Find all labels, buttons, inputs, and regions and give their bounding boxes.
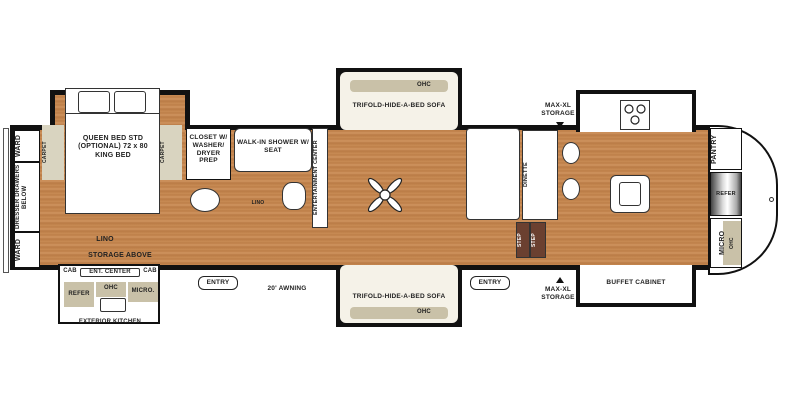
carpet-right: CARPET (160, 125, 182, 180)
stove-icon (620, 100, 650, 130)
ext-micro: MICRO. (128, 282, 158, 302)
recliner-sofa (466, 128, 520, 220)
exterior-kitchen: CAB ENT. CENTER CAB REFER OHC MICRO. (58, 264, 160, 324)
bed-line (66, 113, 159, 114)
refrigerator: REFER (710, 172, 742, 216)
step-2: STEP (530, 222, 546, 258)
step-1: STEP (516, 222, 530, 258)
pillow (78, 91, 110, 113)
carpet-left: CARPET (42, 125, 64, 180)
queen-bed: QUEEN BED STD (OPTIONAL) 72 x 80 KING BE… (65, 88, 160, 214)
pantry: PANTRY (710, 128, 742, 170)
entry-left[interactable]: ENTRY (198, 276, 238, 290)
toilet (190, 188, 220, 212)
stool (562, 142, 580, 164)
micro-ohc-fill (723, 221, 741, 265)
buffet-cabinet: BUFFET CABINET (580, 265, 692, 303)
awning-label: 20' AWNING (267, 285, 307, 292)
top-ohc: OHC (350, 80, 448, 92)
cab-right: CAB (143, 268, 157, 274)
entertainment-center: ENTERTAINMENT CENTER (312, 128, 328, 228)
stool (562, 178, 580, 200)
arrow-down-icon (556, 122, 564, 128)
hitch-pin-icon (769, 197, 774, 202)
dinette-table: DINETTE (522, 130, 558, 220)
sink (282, 182, 306, 210)
bottom-sofa: TRIFOLD-HIDE-A-BED SOFA OHC (340, 265, 458, 323)
wardrobe-bottom: WARD (14, 232, 40, 268)
ext-sink (100, 298, 126, 312)
pillow (114, 91, 146, 113)
entry-right[interactable]: ENTRY (470, 276, 510, 290)
closet: CLOSET W/ WASHER/ DRYER PREP (186, 128, 231, 180)
max-xl-storage-top: MAX-XL STORAGE (541, 102, 575, 117)
rear-window (3, 128, 9, 273)
ext-refer: REFER (64, 282, 94, 307)
ceiling-fan-icon (367, 177, 403, 213)
top-sofa: OHC TRIFOLD-HIDE-A-BED SOFA (340, 72, 458, 130)
cab-left: CAB (63, 268, 77, 274)
micro-ohc: MICRO OHC (710, 218, 742, 268)
ext-ohc: OHC (96, 282, 126, 297)
ent-center: ENT. CENTER (80, 268, 140, 278)
max-xl-storage-bottom: MAX-XL STORAGE (541, 286, 575, 301)
shower: WALK-IN SHOWER W/ SEAT (234, 128, 312, 172)
sink-icon (619, 182, 641, 206)
wardrobe-top: WARD (14, 130, 40, 162)
arrow-up-icon (556, 277, 564, 283)
bottom-ohc: OHC (350, 307, 448, 319)
kitchen-island (610, 175, 650, 213)
dresser: DRESSER DRAWERS BELOW (14, 162, 40, 232)
